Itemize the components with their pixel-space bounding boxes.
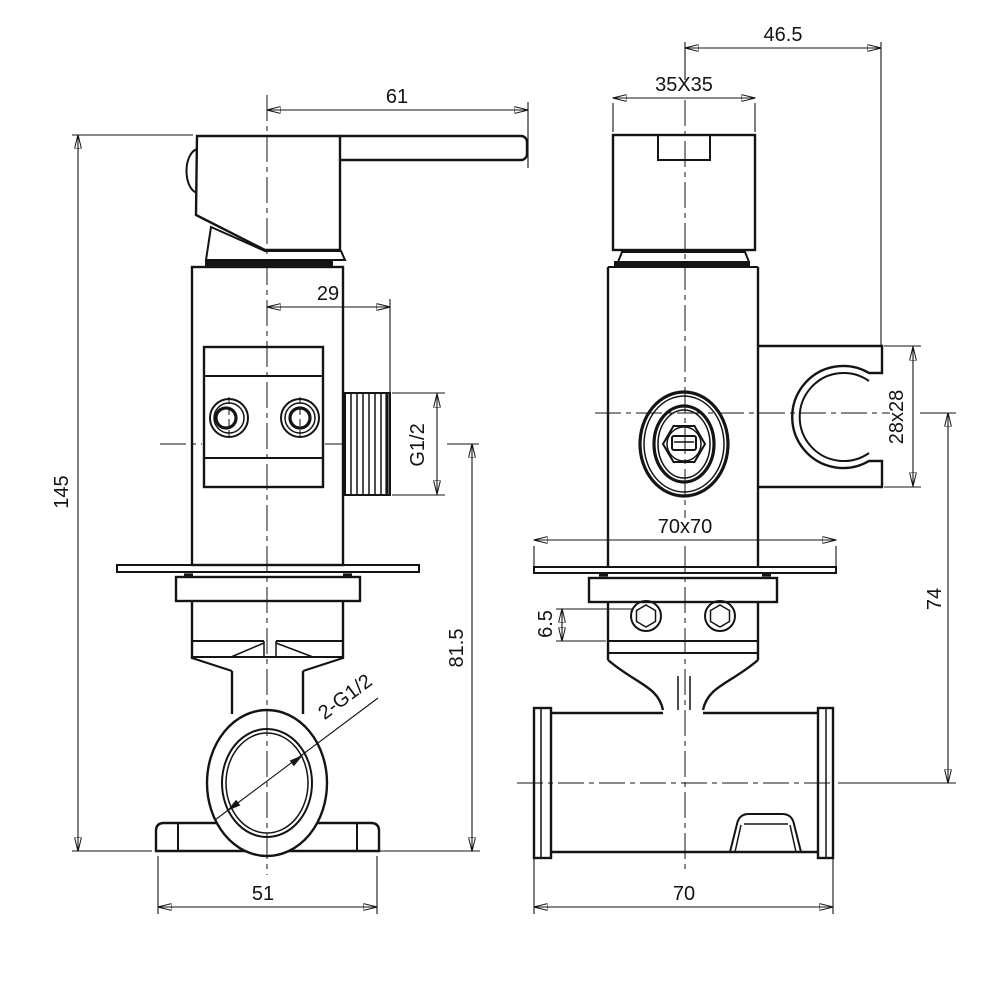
cartridge-hex-nut (661, 425, 707, 463)
dim-label-70x70: 70x70 (658, 516, 713, 538)
dim-handle-size: 35X35 (612, 74, 756, 132)
handle-notch (657, 136, 711, 161)
dim-total-height: 145 (51, 134, 193, 852)
side-view (116, 134, 529, 858)
seal-band (205, 261, 333, 267)
dim-lever-length: 61 (267, 86, 529, 168)
dim-label-g12: G1/2 (407, 423, 429, 466)
dim-label-74: 74 (924, 588, 946, 610)
mounting-screws (630, 600, 736, 632)
dim-holder-size: 28x28 (884, 345, 921, 488)
handle-button (185, 148, 198, 194)
dim-label-51: 51 (252, 883, 274, 905)
dim-label-65: 6.5 (535, 610, 557, 638)
dim-outlet-center-to-base: 81.5 (380, 444, 480, 852)
valve-cartridge (638, 390, 730, 498)
dim-screw-offset: 6.5 (535, 608, 632, 642)
base-bracket (154, 821, 381, 853)
dim-label-145: 145 (51, 475, 73, 508)
outlet-thread (344, 392, 391, 496)
dim-base-width: 51 (157, 856, 378, 914)
front-view-lower-body (606, 602, 760, 711)
dim-label-61: 61 (386, 86, 408, 108)
escutcheon-flange (587, 576, 779, 604)
side-plate (202, 345, 325, 489)
side-view-lower-body (190, 601, 345, 714)
dim-label-28x28: 28x28 (886, 390, 908, 445)
shower-holder (758, 344, 884, 489)
front-view (532, 133, 884, 860)
dim-label-35x35: 35X35 (655, 74, 713, 96)
front-view-handle (611, 133, 757, 267)
pipe-hook (729, 813, 802, 853)
side-view-handle (185, 134, 529, 267)
dim-label-465: 46.5 (764, 24, 803, 46)
front-view-body (606, 266, 760, 567)
dim-pipe-length: 70 (533, 858, 834, 914)
seal-band (614, 261, 750, 267)
lever (340, 134, 529, 162)
dim-label-29: 29 (317, 283, 339, 305)
escutcheon-flange (174, 575, 362, 603)
dim-handle-reach: 46.5 (685, 24, 882, 346)
handle-collar (204, 225, 347, 261)
dim-label-815: 81.5 (446, 629, 468, 668)
dim-outlet-offset: 29 (267, 283, 391, 392)
side-view-wall-plate (116, 564, 420, 603)
dim-outlet-thread: G1/2 (392, 392, 445, 496)
dimensions: 145 61 29 G1/2 81.5 2-G1/2 (51, 24, 956, 914)
dim-plate-size: 70x70 (533, 516, 837, 566)
dim-label-2g12: 2-G1/2 (314, 670, 376, 724)
dim-label-70: 70 (673, 883, 695, 905)
cartridge-slot (671, 435, 697, 451)
handle-collar (616, 251, 751, 263)
dim-holder-to-pipe: 74 (838, 412, 956, 784)
